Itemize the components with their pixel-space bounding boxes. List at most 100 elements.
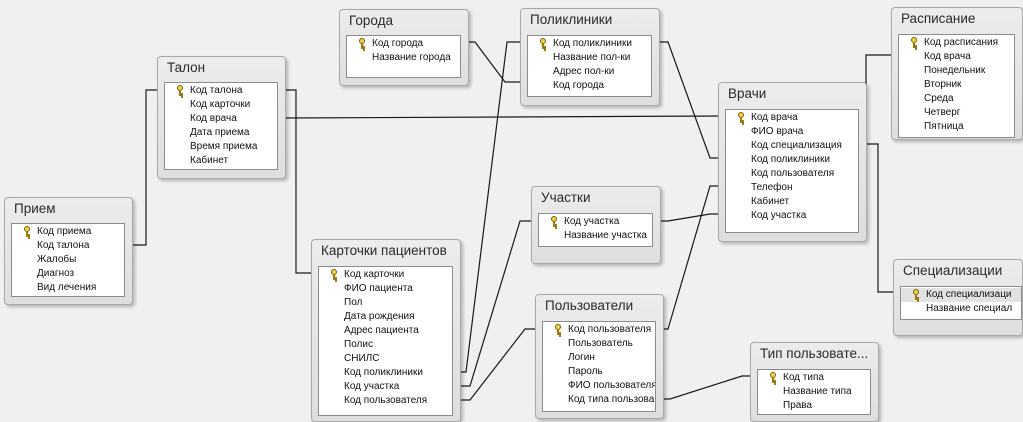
field-row[interactable]: Кабинет [751,196,790,207]
table-vrachi[interactable]: Врачи Код врача ФИО врача Код специализа… [718,82,867,242]
field-row[interactable]: Код врача [726,111,858,125]
field-list: Код специализаци Название специал [900,286,1022,320]
field-row[interactable]: ФИО пользователя [568,380,655,391]
relation-uchastki-kartochki [458,220,538,387]
field-list: Код города Название города [346,35,461,78]
field-row[interactable]: Название специал [926,303,1013,314]
field-row[interactable]: Код карточки [319,268,452,282]
relation-polzovateli-kartochki [458,328,541,401]
primary-key-icon [913,289,919,301]
primary-key-icon [540,38,546,50]
table-talon[interactable]: Талон Код талона Код карточки Код врача … [157,56,286,179]
table-title: Участки [541,190,591,205]
table-specializacii[interactable]: Специализации Код специализаци Название … [893,259,1023,336]
field-row[interactable]: Код поликлиники [344,367,423,378]
table-title: Тип пользовате... [760,346,869,361]
field-row[interactable]: Пол [344,297,363,308]
field-list: Код карточки ФИО пациента Пол Дата рожде… [318,266,453,416]
field-row[interactable]: Код участка [751,210,807,221]
field-row[interactable]: Код специализация [751,140,842,151]
field-row[interactable]: СНИЛС [344,353,380,364]
primary-key-icon [177,85,183,97]
field-row[interactable]: Понедельник [924,65,986,76]
primary-key-icon [911,37,917,49]
field-row[interactable]: Дата приема [190,127,250,138]
primary-key-icon [551,216,557,228]
field-row[interactable]: Код поликлиники [528,37,651,51]
field-row[interactable]: Код пользователя [344,395,428,406]
field-row[interactable]: Логин [568,352,595,363]
field-row[interactable]: Адрес пациента [344,325,419,336]
relation-polikliniki-vrachi [651,41,726,159]
field-row[interactable]: Код города [347,37,460,51]
field-row[interactable]: Адрес пол-ки [553,66,615,77]
field-row[interactable]: Код города [553,80,605,91]
field-list: Код участка Название участка [538,213,653,247]
table-polzovateli[interactable]: Пользователи Код пользователя Пользовате… [535,294,664,419]
primary-key-icon [359,38,365,50]
field-row[interactable]: Пользователь [568,338,633,349]
table-title: Города [349,13,394,28]
field-row[interactable]: ФИО врача [751,126,804,137]
relation-polzovateli-tip [655,375,757,400]
field-row[interactable]: Название типа [783,386,852,397]
field-row[interactable]: Права [783,400,813,411]
field-row[interactable]: Код участка [539,215,652,229]
field-row[interactable]: Код расписания [899,36,1014,50]
field-list: Код талона Код карточки Код врача Дата п… [164,82,278,170]
field-row[interactable]: Пароль [568,366,603,377]
table-polikliniki[interactable]: Поликлиники Код поликлиники Название пол… [520,8,660,106]
field-row[interactable]: Среда [924,93,954,104]
field-row[interactable]: Название города [372,52,451,63]
field-row[interactable]: Вид лечения [37,282,97,293]
field-row[interactable]: Код пользователя [751,168,835,179]
table-uchastki[interactable]: Участки Код участка Название участка [531,186,661,264]
field-row-selected[interactable]: Код специализаци [901,288,1021,302]
field-row[interactable]: Вторник [924,79,962,90]
field-row[interactable]: Пятница [924,121,964,132]
field-row[interactable]: Полис [344,339,373,350]
field-list: Код поликлиники Название пол-ки Адрес по… [527,35,652,97]
primary-key-icon [555,324,561,336]
relation-uchastki-vrachi [652,213,726,222]
table-raspisanie[interactable]: Расписание Код расписания Код врача Поне… [891,7,1023,140]
table-title: Прием [14,201,56,216]
field-row[interactable]: Код типа [758,371,870,385]
field-row[interactable]: Четверг [924,107,961,118]
field-row[interactable]: Название пол-ки [553,52,631,63]
table-priem[interactable]: Прием Код приема Код талона Жалобы Диагн… [4,197,133,305]
field-row[interactable]: Дата рождения [344,311,415,322]
field-row[interactable]: Код талона [37,240,90,251]
field-row[interactable]: Код врача [924,51,971,62]
field-row[interactable]: Код пользователя [543,323,655,337]
field-row[interactable]: Код карточки [190,99,251,110]
relation-polzovateli-vrachi [655,185,726,330]
table-title: Талон [167,60,206,75]
field-row[interactable]: Название участка [564,230,647,241]
field-row[interactable]: Код врача [190,113,237,124]
field-row[interactable]: Жалобы [37,254,77,265]
field-row[interactable]: Код талона [165,84,277,98]
table-title: Пользователи [545,298,634,313]
field-row[interactable]: ФИО пациента [344,283,413,294]
field-list: Код расписания Код врача Понедельник Вто… [898,34,1015,138]
table-goroda[interactable]: Города Код города Название города [339,9,469,86]
table-kartochki[interactable]: Карточки пациентов Код карточки ФИО паци… [311,239,461,422]
field-row[interactable]: Телефон [751,182,793,193]
table-title: Поликлиники [530,12,613,27]
field-row[interactable]: Код участка [344,381,400,392]
field-row[interactable]: Код типа пользова [568,394,655,405]
field-list: Код приема Код талона Жалобы Диагноз Вид… [11,223,125,297]
field-row[interactable]: Код приема [12,225,124,239]
table-tip-polzovatelya[interactable]: Тип пользовате... Код типа Название типа… [750,342,879,422]
field-row[interactable]: Код поликлиники [751,154,830,165]
field-row[interactable]: Кабинет [190,155,229,166]
field-row[interactable]: Диагноз [37,268,75,279]
primary-key-icon [331,269,337,281]
relation-talon-vrachi [283,115,727,119]
field-row[interactable]: Время приема [190,141,258,152]
field-list: Код пользователя Пользователь Логин Паро… [542,321,656,412]
primary-key-icon [738,112,744,124]
relation-polikliniki-kartochki [458,41,528,373]
